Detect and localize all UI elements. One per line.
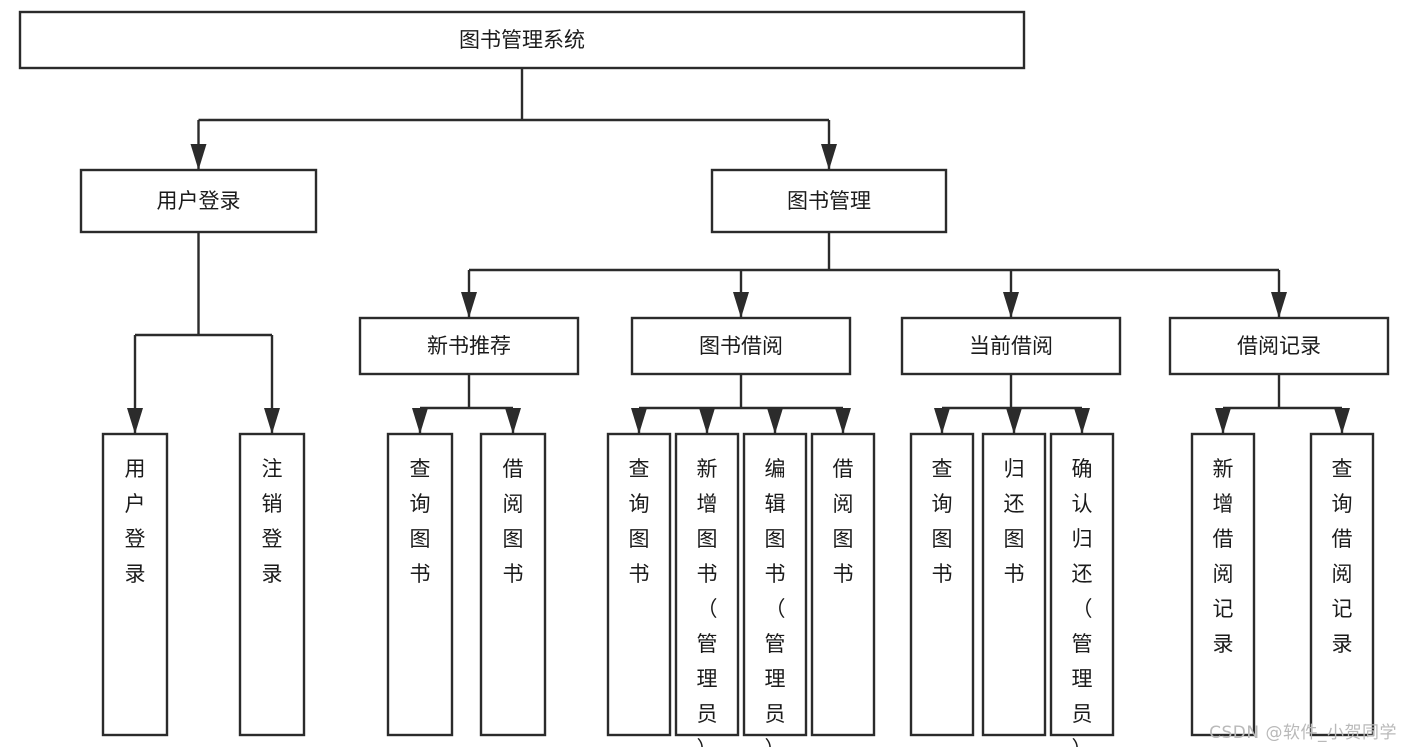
- node-查询借阅记录[interactable]: 查询借阅记录: [1309, 432, 1375, 737]
- arrow-head-icon: [934, 408, 950, 434]
- arrow-head-icon: [1334, 408, 1350, 434]
- node-box[interactable]: [479, 432, 547, 737]
- node-注销登录[interactable]: 注销登录: [238, 432, 306, 737]
- node-box[interactable]: [358, 316, 580, 376]
- node-图书管理系统[interactable]: 图书管理系统: [18, 10, 1026, 70]
- node-box[interactable]: [710, 168, 948, 234]
- node-label: 当前借阅: [969, 334, 1053, 358]
- node-确认归还管理员[interactable]: 确认归还（管理员）: [1049, 432, 1115, 747]
- node-box[interactable]: [1309, 432, 1375, 737]
- node-label: 查询借阅记录: [1332, 457, 1353, 656]
- node-box[interactable]: [1168, 316, 1390, 376]
- node-label: 确认归还（管理员）: [1072, 457, 1093, 747]
- arrow-head-icon: [412, 408, 428, 434]
- arrow-head-icon: [264, 408, 280, 434]
- node-label: 新增图书（管理员）: [697, 457, 718, 747]
- node-box[interactable]: [742, 432, 808, 737]
- connectors-layer: [127, 68, 1350, 434]
- node-label: 查询图书: [629, 457, 650, 586]
- node-label: 图书借阅: [699, 334, 783, 358]
- arrow-head-icon: [733, 292, 749, 318]
- arrow-head-icon: [190, 144, 207, 170]
- arrow-head-icon: [1003, 292, 1019, 318]
- node-label: 借阅图书: [833, 457, 854, 586]
- node-box[interactable]: [238, 432, 306, 737]
- arrow-head-icon: [1006, 408, 1022, 434]
- node-新增借阅记录[interactable]: 新增借阅记录: [1190, 432, 1256, 737]
- node-label: 注销登录: [262, 457, 283, 586]
- node-图书借阅[interactable]: 图书借阅: [630, 316, 852, 376]
- node-查询图书[interactable]: 查询图书: [386, 432, 454, 737]
- node-label: 编辑图书（管理员）: [765, 457, 786, 747]
- arrow-head-icon: [505, 408, 521, 434]
- node-box[interactable]: [18, 10, 1026, 70]
- node-box[interactable]: [101, 432, 169, 737]
- node-box[interactable]: [1190, 432, 1256, 737]
- node-label: 用户登录: [157, 189, 241, 213]
- node-编辑图书管理员[interactable]: 编辑图书（管理员）: [742, 432, 808, 747]
- node-box[interactable]: [674, 432, 740, 737]
- arrow-head-icon: [821, 144, 837, 170]
- node-用户登录[interactable]: 用户登录: [79, 168, 318, 234]
- node-box[interactable]: [909, 432, 975, 737]
- node-查询图书[interactable]: 查询图书: [909, 432, 975, 737]
- node-label: 图书管理: [787, 189, 871, 213]
- arrow-head-icon: [699, 408, 715, 434]
- node-借阅图书[interactable]: 借阅图书: [810, 432, 876, 737]
- node-box[interactable]: [606, 432, 672, 737]
- node-label: 新增借阅记录: [1213, 457, 1234, 656]
- node-box[interactable]: [900, 316, 1122, 376]
- node-label: 借阅记录: [1237, 334, 1321, 358]
- node-归还图书[interactable]: 归还图书: [981, 432, 1047, 737]
- node-图书管理[interactable]: 图书管理: [710, 168, 948, 234]
- arrow-head-icon: [461, 292, 477, 318]
- arrow-head-icon: [767, 408, 783, 434]
- node-label: 归还图书: [1004, 457, 1025, 586]
- node-label: 查询图书: [932, 457, 953, 586]
- node-查询图书[interactable]: 查询图书: [606, 432, 672, 737]
- arrow-head-icon: [1271, 292, 1287, 318]
- node-label: 用户登录: [125, 457, 146, 586]
- csdn-watermark: CSDN @软件_小贺同学: [1209, 723, 1397, 743]
- nodes-layer: 图书管理系统用户登录用户登录注销登录图书管理新书推荐查询图书借阅图书图书借阅查询…: [18, 10, 1390, 747]
- arrow-head-icon: [1074, 408, 1090, 434]
- node-新增图书管理员[interactable]: 新增图书（管理员）: [674, 432, 740, 747]
- node-box[interactable]: [1049, 432, 1115, 737]
- arrow-head-icon: [127, 408, 143, 434]
- arrow-head-icon: [835, 408, 851, 434]
- node-当前借阅[interactable]: 当前借阅: [900, 316, 1122, 376]
- node-label: 借阅图书: [503, 457, 524, 586]
- node-label: 新书推荐: [427, 334, 511, 358]
- node-label: 图书管理系统: [459, 28, 585, 52]
- node-借阅记录[interactable]: 借阅记录: [1168, 316, 1390, 376]
- node-box[interactable]: [79, 168, 318, 234]
- node-box[interactable]: [630, 316, 852, 376]
- arrow-head-icon: [1215, 408, 1231, 434]
- node-box[interactable]: [386, 432, 454, 737]
- node-label: 查询图书: [410, 457, 431, 586]
- node-box[interactable]: [810, 432, 876, 737]
- node-用户登录[interactable]: 用户登录: [101, 432, 169, 737]
- node-借阅图书[interactable]: 借阅图书: [479, 432, 547, 737]
- node-box[interactable]: [981, 432, 1047, 737]
- arrow-head-icon: [631, 408, 647, 434]
- node-新书推荐[interactable]: 新书推荐: [358, 316, 580, 376]
